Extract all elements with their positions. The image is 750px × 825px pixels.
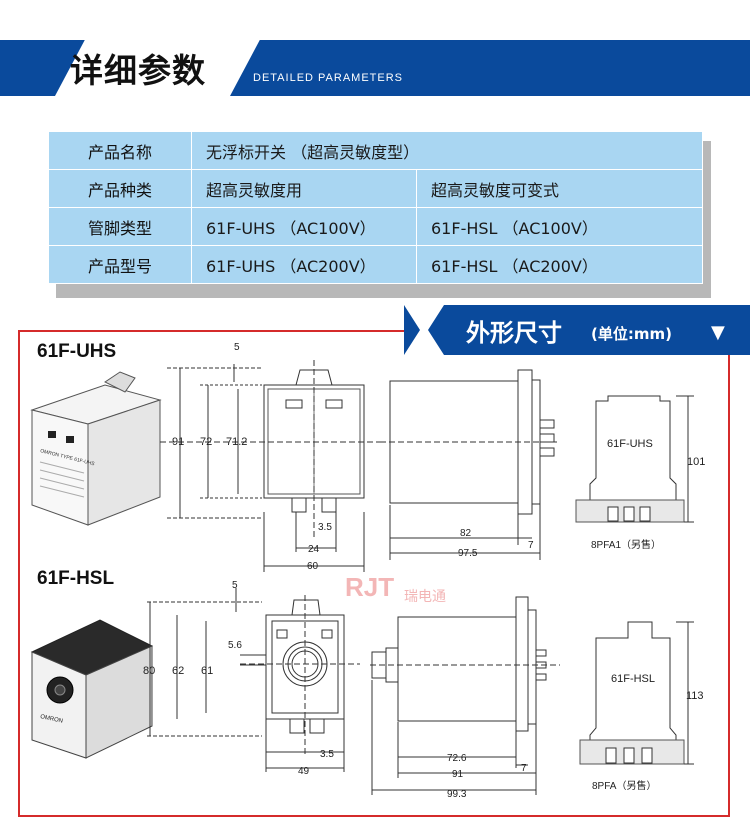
hsl-dim-pin: 3.5	[320, 749, 334, 760]
page-subtitle: DETAILED PARAMETERS	[253, 72, 404, 84]
uhs-dim-height: 91	[172, 436, 184, 448]
uhs-front-view	[160, 360, 380, 572]
hsl-front-view	[147, 588, 360, 772]
hsl-dim-top: 5	[232, 580, 238, 591]
cell-value: 61F-UHS （AC200V）	[191, 245, 417, 284]
uhs-dim-width: 60	[307, 561, 319, 572]
hsl-dim-knob: 5.6	[228, 640, 242, 651]
model-label-hsl: 61F-HSL	[37, 568, 115, 589]
hsl-dim-height: 80	[143, 665, 155, 677]
hsl-device-text: OMRON	[40, 714, 64, 725]
uhs-dim-inner: 24	[308, 544, 320, 555]
uhs-socket-name: 8PFA1（另售）	[591, 538, 661, 551]
uhs-dim-pin: 3.5	[318, 522, 332, 533]
hsl-socket-name: 8PFA（另售）	[592, 779, 656, 792]
uhs-socket-height: 101	[687, 456, 705, 468]
hsl-dim-depth2: 7	[521, 763, 527, 774]
chevron-down-icon: ▼	[711, 322, 725, 343]
uhs-dim-h2: 71.2	[226, 436, 247, 448]
row-label: 产品名称	[48, 131, 192, 170]
hsl-dim-width: 49	[298, 766, 310, 777]
cell-value: 61F-HSL （AC200V）	[416, 245, 703, 284]
watermark-text: 瑞电通	[404, 588, 446, 604]
row-label: 产品型号	[48, 245, 192, 284]
table-row: 产品种类 超高灵敏度用 超高灵敏度可变式	[48, 169, 703, 208]
hsl-dim-depth3: 91	[452, 769, 464, 780]
row-label: 管脚类型	[48, 207, 192, 246]
uhs-dim-depth1: 82	[460, 528, 472, 539]
dimensions-unit: (单位:mm)	[591, 325, 672, 343]
cell-value: 无浮标开关 （超高灵敏度型）	[191, 131, 703, 170]
table-row: 产品型号 61F-UHS （AC200V） 61F-HSL （AC200V）	[48, 245, 703, 284]
uhs-socket-drawing	[575, 395, 694, 523]
hsl-dim-h2: 61	[201, 665, 213, 677]
uhs-socket-label: 61F-UHS	[607, 438, 653, 450]
dimensions-tab	[404, 305, 750, 355]
parameter-table: 产品名称 无浮标开关 （超高灵敏度型） 产品种类 超高灵敏度用 超高灵敏度可变式…	[48, 131, 703, 284]
cell-value: 超高灵敏度可变式	[416, 169, 703, 208]
hsl-socket-height: 113	[686, 690, 704, 702]
uhs-dim-top: 5	[234, 342, 240, 353]
hsl-dim-depth4: 99.3	[447, 789, 467, 800]
uhs-dim-depth2: 7	[528, 540, 534, 551]
hsl-dim-depth1: 72.6	[447, 753, 467, 764]
row-label: 产品种类	[48, 169, 192, 208]
uhs-dim-h1: 72	[200, 436, 212, 448]
uhs-device-illustration: OMRON TYPE 61F-UHS	[30, 371, 162, 526]
hsl-side-view	[370, 596, 560, 795]
model-label-uhs: 61F-UHS	[37, 341, 117, 362]
dimensions-title: 外形尺寸	[466, 319, 562, 347]
watermark-logo: RJT	[345, 572, 394, 602]
hsl-socket-drawing	[579, 621, 694, 765]
hsl-dim-h1: 62	[172, 665, 184, 677]
uhs-side-view	[380, 369, 560, 560]
hsl-socket-label: 61F-HSL	[611, 673, 655, 685]
uhs-dim-depth3: 97.5	[458, 548, 478, 559]
table-row: 产品名称 无浮标开关 （超高灵敏度型）	[48, 131, 703, 170]
hsl-device-illustration: OMRON	[30, 619, 154, 759]
page-title: 详细参数	[70, 51, 206, 90]
brand-watermark: RJT	[345, 572, 394, 602]
cell-value: 61F-HSL （AC100V）	[416, 207, 703, 246]
